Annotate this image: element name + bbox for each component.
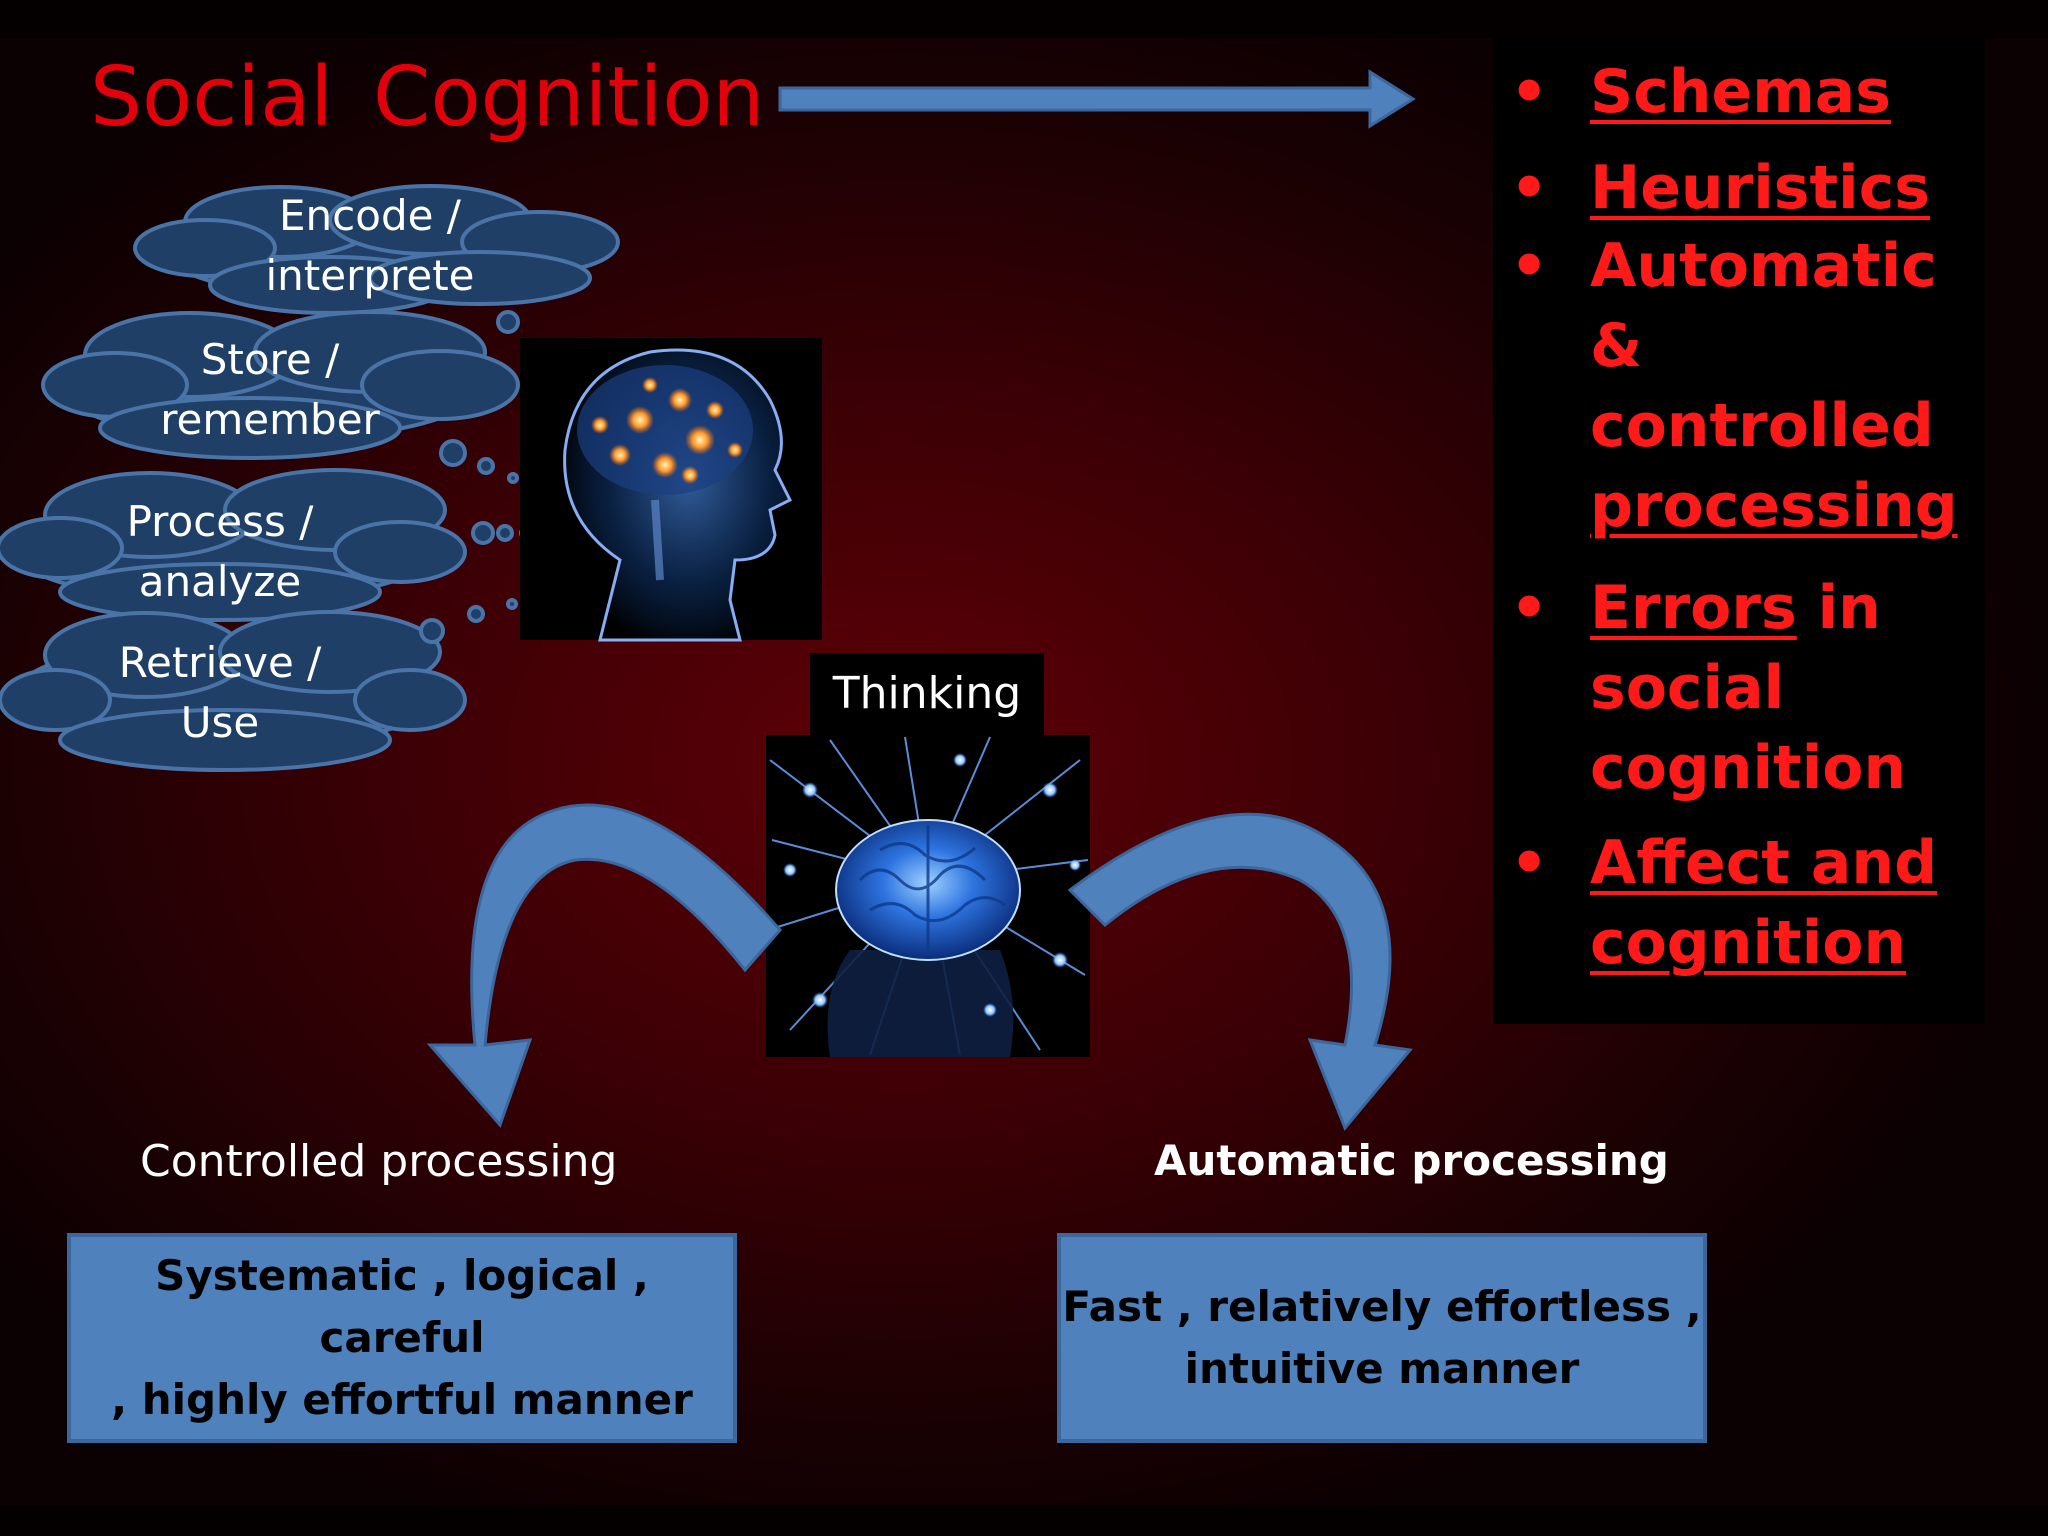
bullet-dot: • [1510, 231, 1549, 301]
bullet-dot: • [1510, 153, 1549, 223]
topic-errors[interactable]: • Errors in social cognition [1493, 568, 1985, 808]
cloud-process-line2: analyze [138, 557, 302, 606]
topic-schemas-link[interactable]: Schemas [1590, 57, 1891, 127]
bullet-dot: • [1510, 573, 1549, 643]
thinking-brain-image [766, 735, 1090, 1057]
head-brain-image [520, 338, 822, 642]
cloud-retrieve-shape [0, 610, 467, 772]
cloud-process-shape [0, 468, 467, 622]
controlled-processing-label: Controlled processing [140, 1136, 618, 1187]
cloud-encode: Encode / interprete [230, 186, 510, 306]
thinking-label: Thinking [810, 653, 1044, 735]
topic-errors-rest: in social cognition [1590, 573, 1907, 803]
automatic-description-line1: Fast , relatively effortless , [1062, 1282, 1702, 1331]
cloud-retrieve-line1: Retrieve / [118, 638, 322, 687]
topic-automatic-controlled-text: Automatic & controlled [1590, 231, 1937, 461]
cloud-retrieve-line2: Use [180, 698, 260, 747]
automatic-description: Fast , relatively effortless , intuitive… [1062, 1276, 1701, 1400]
topics-panel: • Schemas • Heuristics • Automatic & con… [1493, 38, 1985, 1024]
topic-heuristics[interactable]: • Heuristics [1493, 148, 1930, 228]
topic-schemas[interactable]: • Schemas [1493, 52, 1891, 132]
topic-affect[interactable]: • Affect and cognition [1493, 823, 1985, 983]
bullet-dot: • [1510, 828, 1549, 898]
slide-title: Social Cognition [90, 50, 765, 145]
automatic-description-line2: intuitive manner [1184, 1344, 1580, 1393]
topic-affect-link[interactable]: Affect and cognition [1590, 828, 1938, 978]
bullet-dot: • [1510, 57, 1549, 127]
cloud-encode-line2: interprete [265, 251, 475, 300]
controlled-description-line2: , highly effortful manner [111, 1375, 693, 1424]
curved-arrow-right [1067, 812, 1413, 1131]
topic-automatic-controlled[interactable]: • Automatic & controlled processing [1493, 226, 1985, 546]
controlled-description-box: Systematic , logical , careful , highly … [67, 1233, 737, 1443]
thought-bubbles [419, 310, 560, 644]
cloud-store: Store / remember [130, 330, 410, 450]
top-letterbox-bar [0, 0, 2048, 38]
cloud-store-shape [41, 310, 520, 460]
automatic-processing-label: Automatic processing [1154, 1136, 1669, 1185]
title-arrow [778, 69, 1416, 129]
controlled-description: Systematic , logical , careful , highly … [71, 1245, 733, 1431]
curved-arrow-left [426, 803, 782, 1128]
cloud-retrieve: Retrieve / Use [80, 633, 360, 753]
cloud-encode-shape [133, 184, 620, 315]
bottom-letterbox-bar [0, 1505, 2048, 1536]
automatic-description-box: Fast , relatively effortless , intuitive… [1057, 1233, 1707, 1443]
topic-heuristics-link[interactable]: Heuristics [1590, 153, 1931, 223]
cloud-process: Process / analyze [80, 492, 360, 612]
cloud-process-line1: Process / [126, 497, 314, 546]
cloud-store-line1: Store / [200, 335, 340, 384]
cloud-store-line2: remember [160, 395, 380, 444]
topic-processing-link[interactable]: processing [1590, 471, 1958, 541]
controlled-description-line1: Systematic , logical , careful [155, 1251, 649, 1362]
cloud-encode-line1: Encode / [279, 191, 461, 240]
topic-errors-link[interactable]: Errors [1590, 573, 1797, 643]
